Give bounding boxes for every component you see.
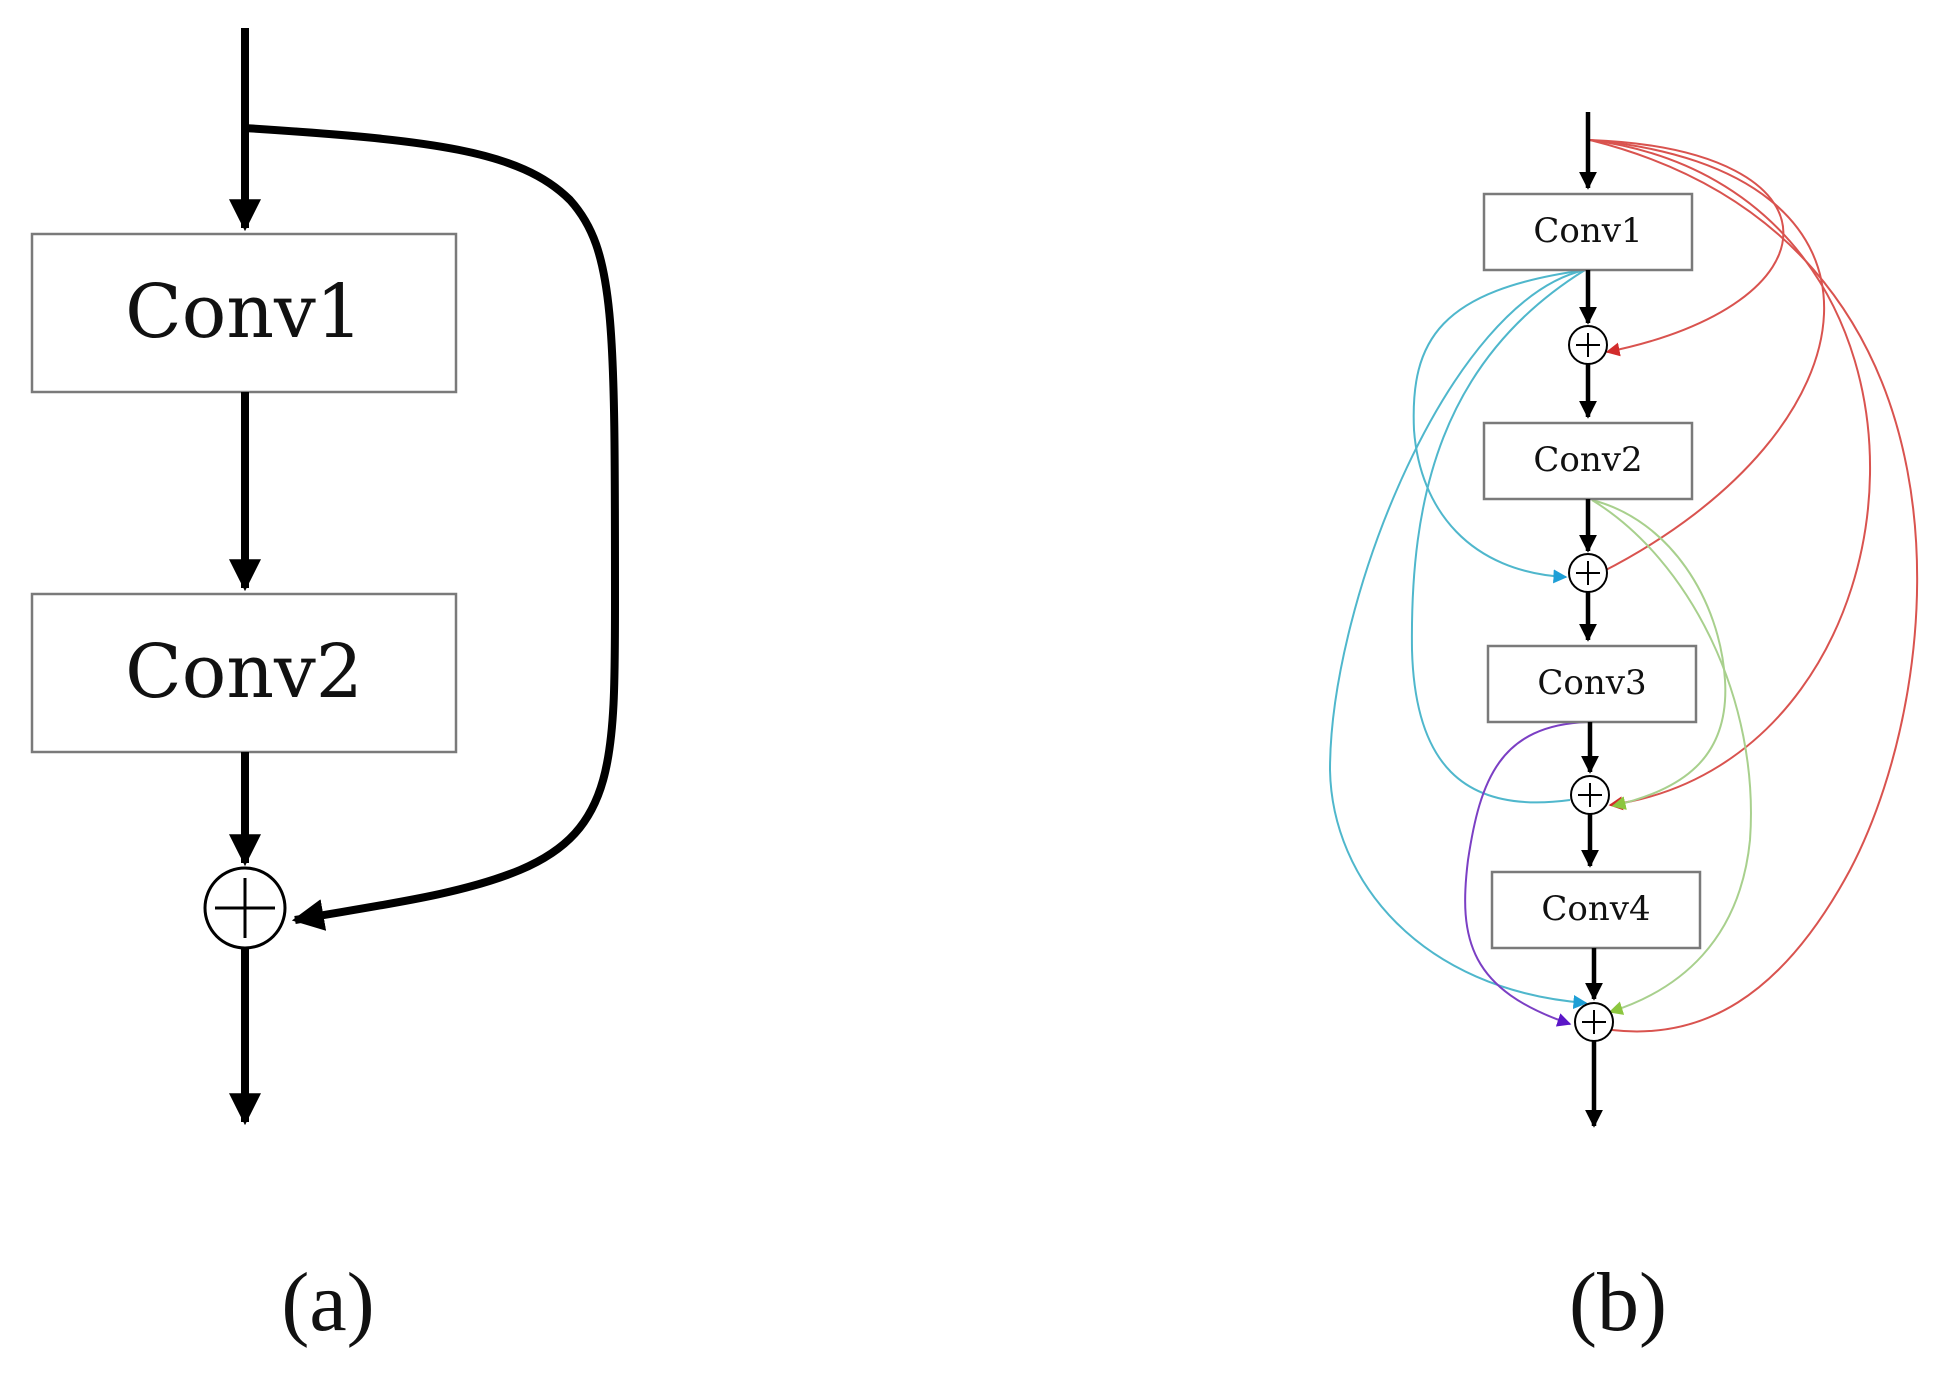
panel-b-conv3-label: Conv3	[1537, 663, 1646, 703]
skip-conv1-to-sum2	[1412, 269, 1586, 584]
panel-a-conv2-label: Conv2	[125, 629, 363, 715]
panel-a: Conv1 Conv2 (a)	[30, 28, 619, 1349]
panel-b-conv2-label: Conv2	[1533, 440, 1642, 480]
panel-b-sum4-node	[1574, 1002, 1614, 1042]
panel-a-skip-connection-arrow	[244, 124, 619, 931]
skip-input-to-sum1	[1589, 139, 1785, 357]
panel-a-conv2-block	[30, 592, 458, 754]
panel-a-conv1-block	[30, 232, 458, 394]
panel-b-sum2-node	[1568, 553, 1608, 593]
skip-input-to-sum3	[1589, 139, 1872, 811]
panel-b-sum1-node	[1568, 325, 1608, 365]
panel-b-conv3-block	[1486, 644, 1698, 724]
panel-a-caption: (a)	[281, 1256, 374, 1349]
panel-b-conv1-block	[1482, 192, 1694, 272]
panel-b-conv1-label: Conv1	[1533, 211, 1642, 251]
panel-b: Conv1 Conv2 Conv3 Conv4	[1328, 112, 1919, 1349]
panel-b-sum3-node	[1570, 775, 1610, 815]
skip-conv1-to-sum4	[1328, 269, 1588, 1009]
skip-conv2-to-sum3	[1591, 499, 1727, 810]
panel-b-conv4-label: Conv4	[1541, 889, 1650, 929]
panel-b-conv4-block	[1490, 870, 1702, 950]
panel-a-conv1-label: Conv1	[125, 269, 363, 355]
skip-conv3-to-sum4	[1464, 721, 1589, 1027]
skip-input-to-sum2	[1589, 139, 1826, 573]
panel-a-sum-node	[203, 866, 287, 950]
skip-input-to-sum4	[1589, 139, 1919, 1033]
panel-b-caption: (b)	[1569, 1256, 1667, 1349]
panel-b-skip-connections	[1328, 139, 1919, 1033]
skip-conv1-to-sum3	[1410, 269, 1586, 804]
skip-conv2-to-sum4	[1591, 499, 1752, 1015]
